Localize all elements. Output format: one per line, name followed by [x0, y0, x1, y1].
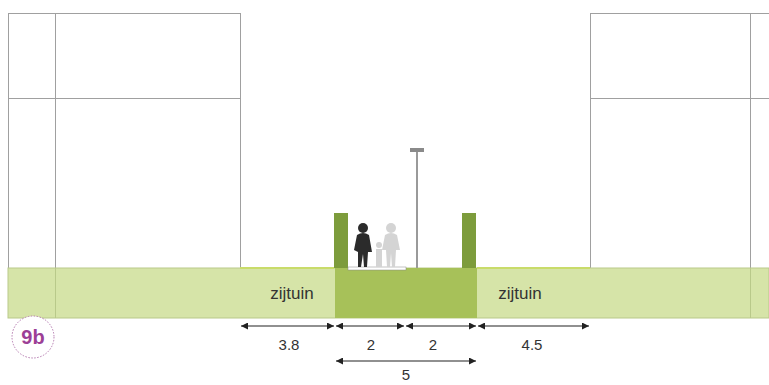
lamp-post — [410, 148, 424, 268]
dimension-value: 2 — [429, 337, 437, 352]
figure-badge-outline — [12, 316, 54, 358]
path-strip — [335, 268, 477, 318]
hedge — [462, 213, 476, 268]
walkway — [348, 267, 406, 270]
garden-label: zijtuin — [270, 285, 313, 302]
ground-divider — [750, 268, 751, 318]
garden-grass — [477, 267, 590, 269]
building — [9, 14, 769, 269]
garden-label: zijtuin — [498, 285, 541, 302]
ground-divider — [55, 268, 56, 318]
pedestrian — [354, 223, 372, 267]
dimension-value: 5 — [402, 367, 410, 382]
dimension-value: 4.5 — [522, 337, 543, 352]
figure-badge: 9b — [12, 316, 54, 358]
dimension-line — [241, 326, 589, 361]
dimension-value: 2 — [367, 337, 375, 352]
garden-grass — [240, 267, 334, 269]
figure-number: 9b — [21, 327, 44, 347]
ground-band — [8, 268, 769, 318]
child-figure — [376, 223, 400, 267]
dimension-value: 3.8 — [279, 337, 300, 352]
hedge — [334, 213, 348, 268]
